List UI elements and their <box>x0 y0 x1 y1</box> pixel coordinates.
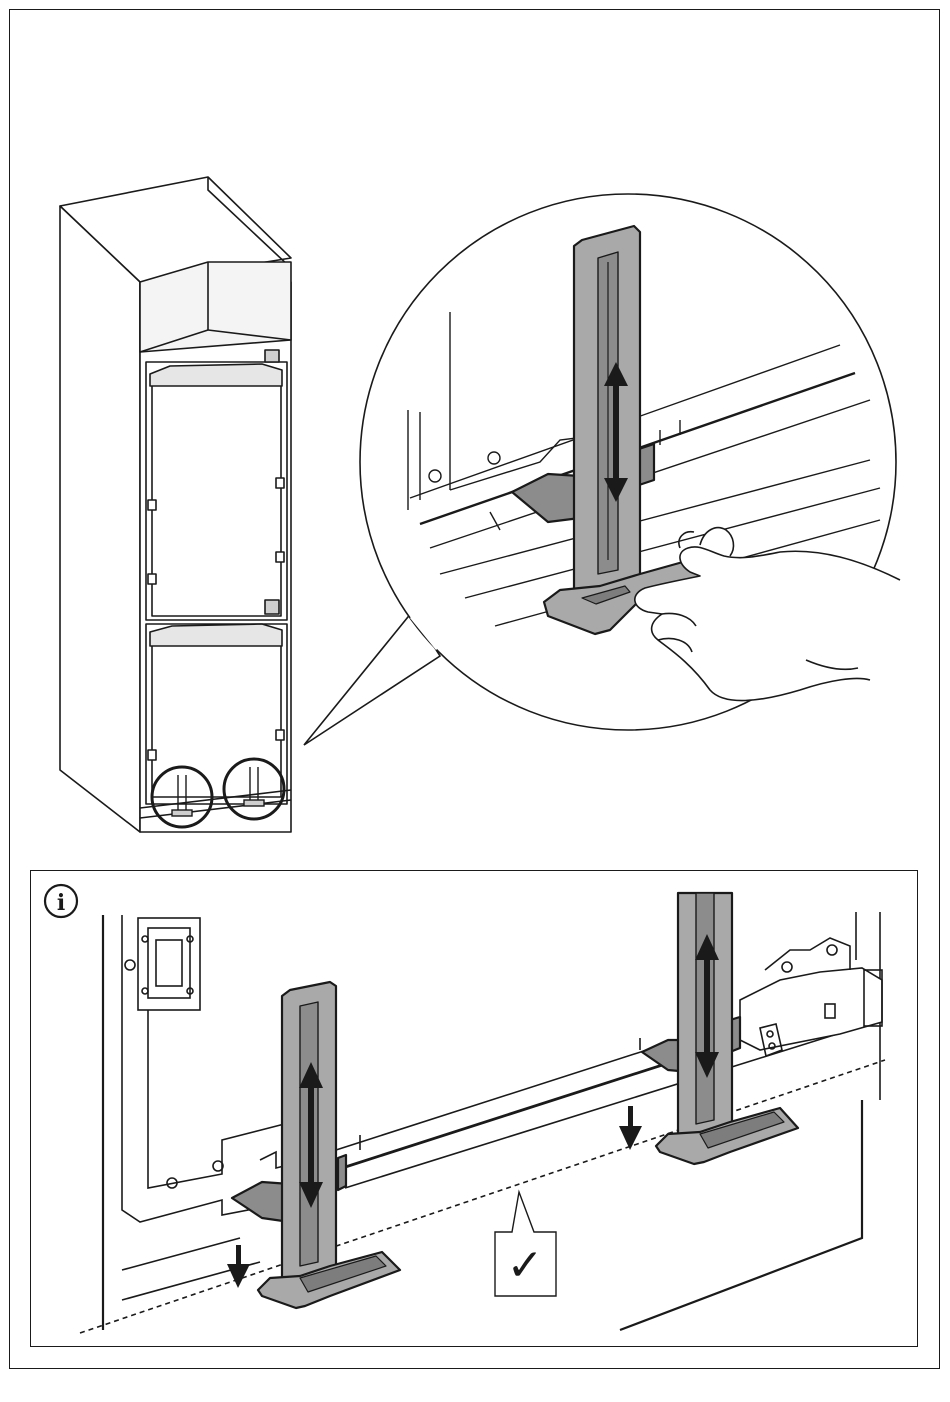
detail-magnifier <box>304 194 900 745</box>
cabinet-illustration <box>60 177 291 832</box>
check-icon: ✓ <box>507 1240 544 1291</box>
cabinet-left-side <box>60 206 140 832</box>
alignment-dashed-line <box>80 1060 885 1333</box>
lower-foot-arrow-left <box>227 1245 250 1288</box>
info-panel-illustration: i <box>45 885 885 1333</box>
info-icon-glyph: i <box>57 890 65 916</box>
adjustable-foot-left <box>232 982 400 1308</box>
magnifier-pointer <box>304 612 440 745</box>
info-icon: i <box>45 885 77 917</box>
